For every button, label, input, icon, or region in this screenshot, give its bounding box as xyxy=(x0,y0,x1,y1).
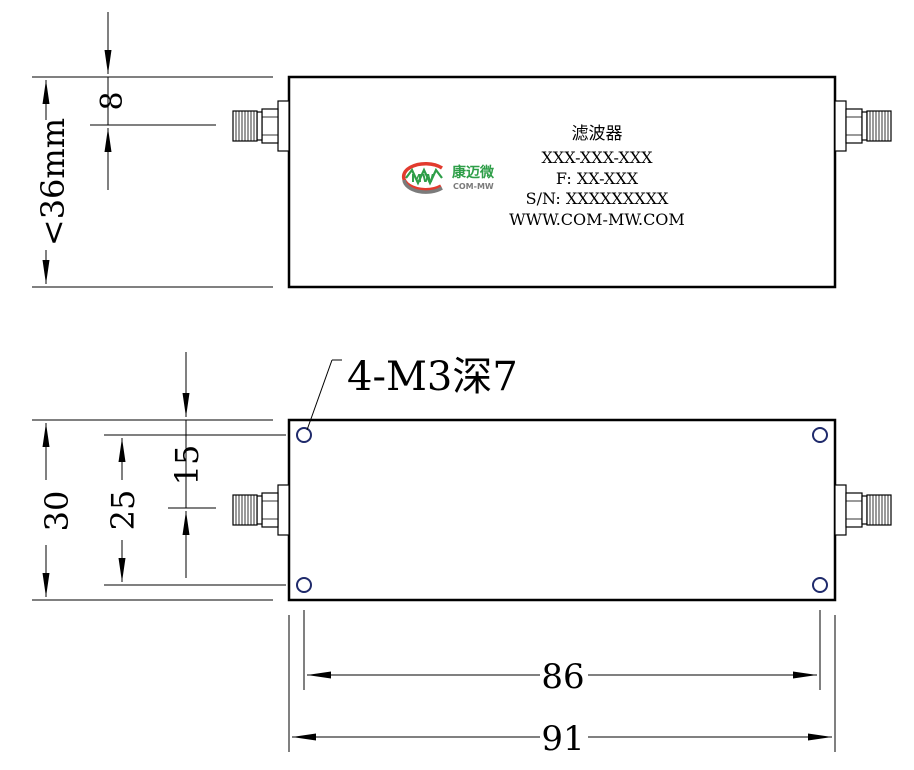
dim-connector-offset-bottom xyxy=(168,352,216,578)
label-product-name: 滤波器 xyxy=(572,124,623,144)
label-serial: S/N: XXXXXXXXX xyxy=(526,189,669,208)
dim-connector-offset-bottom-text: 15 xyxy=(168,445,206,486)
mounting-hole-bottom-right xyxy=(812,577,828,593)
bottom-right-connector xyxy=(834,484,892,536)
top-view: MW 康迈微 COM-MW 滤波器 XXX-XXX-XXX F: XX-XXX … xyxy=(32,12,892,289)
logo-cn-name: 康迈微 xyxy=(452,164,495,181)
mounting-hole-top-left xyxy=(296,427,312,443)
product-label: 滤波器 XXX-XXX-XXX F: XX-XXX S/N: XXXXXXXXX… xyxy=(509,124,685,229)
dim-hole-spacing-horizontal-text: 86 xyxy=(541,657,584,697)
logo-swoosh-gray xyxy=(402,179,443,194)
dim-total-length-text: 91 xyxy=(541,719,584,759)
logo-en-name: COM-MW xyxy=(453,182,494,191)
dim-total-length xyxy=(288,615,836,752)
logo-mark-text: MW xyxy=(411,172,434,185)
dim-connector-offset xyxy=(90,12,216,190)
dim-top-height-text: <36mm xyxy=(34,118,72,246)
bottom-left-connector xyxy=(232,484,290,536)
label-website: WWW.COM-MW.COM xyxy=(509,210,685,229)
hole-callout-leader xyxy=(306,359,342,431)
bottom-view-body xyxy=(287,418,837,602)
dim-hole-spacing-vertical xyxy=(104,434,286,586)
dim-connector-offset-text: 8 xyxy=(95,91,130,110)
label-frequency: F: XX-XXX xyxy=(556,169,639,188)
top-view-body xyxy=(287,75,837,289)
top-right-connector xyxy=(834,100,892,152)
top-left-connector xyxy=(232,100,290,152)
logo-swoosh-red xyxy=(401,161,443,192)
hole-callout-text: 4-M3深7 xyxy=(347,354,518,400)
mounting-hole-bottom-left xyxy=(296,577,312,593)
mounting-holes xyxy=(296,427,828,593)
logo-wave-green xyxy=(405,167,443,186)
dim-top-height xyxy=(32,76,273,288)
label-model: XXX-XXX-XXX xyxy=(541,148,653,167)
bottom-view: 4-M3深7 30 25 15 xyxy=(32,352,892,759)
mounting-hole-top-right xyxy=(812,427,828,443)
dim-hole-spacing-vertical-text: 25 xyxy=(104,490,142,531)
dim-bottom-height-text: 30 xyxy=(38,491,76,532)
dim-bottom-height xyxy=(32,419,273,601)
company-logo: MW 康迈微 COM-MW xyxy=(401,161,495,194)
dim-hole-spacing-horizontal xyxy=(303,610,821,690)
